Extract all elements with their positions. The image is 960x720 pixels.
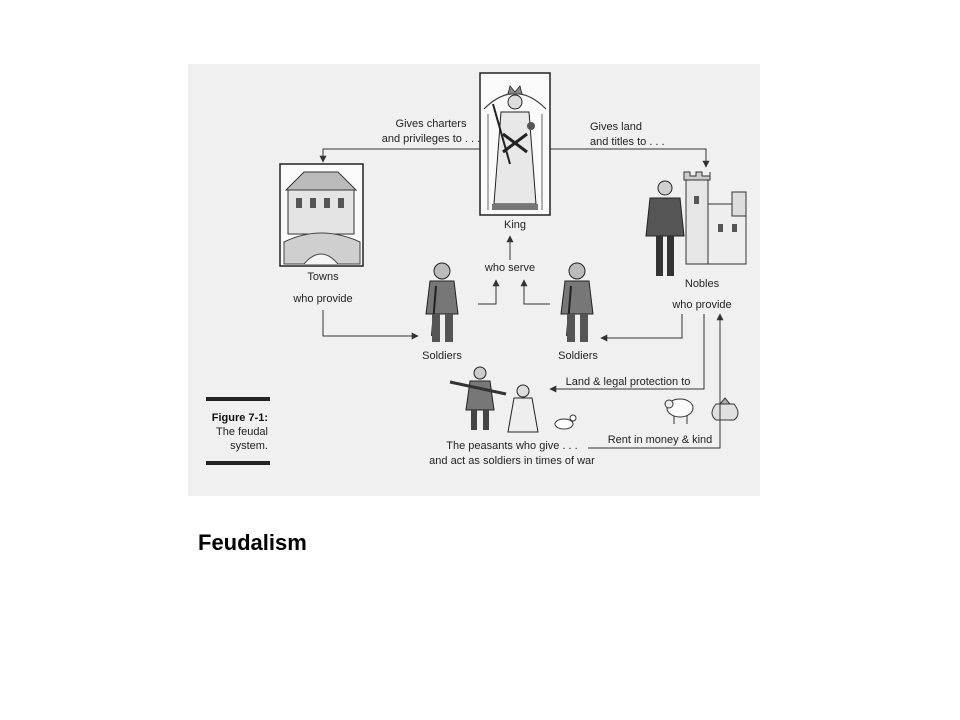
arrow-peasants-to-nobles: [588, 313, 724, 449]
arrow-king-to-nobles: [550, 148, 710, 168]
arrow-soldiers-left-to-serve: [478, 279, 500, 305]
towns-label: Towns: [307, 271, 339, 283]
caption-label: Figure 7-1:: [212, 412, 268, 424]
peasants-label-line1: The peasants who give . . .: [446, 440, 577, 452]
peasants-illustration: [449, 366, 577, 433]
who-serve-label: who serve: [484, 262, 535, 274]
figure-caption: Figure 7-1: The feudal system.: [206, 397, 270, 465]
caption-line1: The feudal: [216, 426, 268, 438]
arrow-soldiers-right-to-serve: [520, 279, 550, 305]
caption-line2: system.: [230, 440, 268, 452]
feudal-system-diagram: King Towns who provide Nobles who provid…: [206, 72, 747, 467]
protection-label: Land & legal protection to: [566, 376, 691, 388]
arrow-towns-to-soldiers: [322, 310, 419, 340]
soldier-left-illustration: [425, 262, 459, 342]
nobles-illustration: [645, 171, 747, 276]
land-titles-label-line2: and titles to . . .: [590, 136, 665, 148]
towns-provide-label: who provide: [292, 293, 352, 305]
rent-in-kind-illustration: [664, 397, 739, 424]
slide-title: Feudalism: [198, 530, 307, 555]
charters-label-line2: and privileges to . . .: [382, 133, 480, 145]
soldier-right-illustration: [560, 262, 594, 342]
arrow-nobles-to-soldiers: [600, 314, 683, 342]
towns-illustration: [279, 163, 364, 267]
land-titles-label-line1: Gives land: [590, 121, 642, 133]
diagram-arrows: [319, 148, 724, 449]
feudal-system-figure: King Towns who provide Nobles who provid…: [188, 64, 760, 496]
soldiers-right-label: Soldiers: [558, 350, 598, 362]
peasants-label-line2: and act as soldiers in times of war: [429, 455, 595, 467]
king-illustration: [479, 72, 551, 216]
charters-label-line1: Gives charters: [396, 118, 467, 130]
king-label: King: [504, 219, 526, 231]
arrow-nobles-to-peasants: [549, 314, 705, 393]
nobles-label: Nobles: [685, 278, 720, 290]
rent-label: Rent in money & kind: [608, 434, 713, 446]
nobles-provide-label: who provide: [671, 299, 731, 311]
arrow-king-to-towns: [319, 148, 480, 163]
soldiers-left-label: Soldiers: [422, 350, 462, 362]
